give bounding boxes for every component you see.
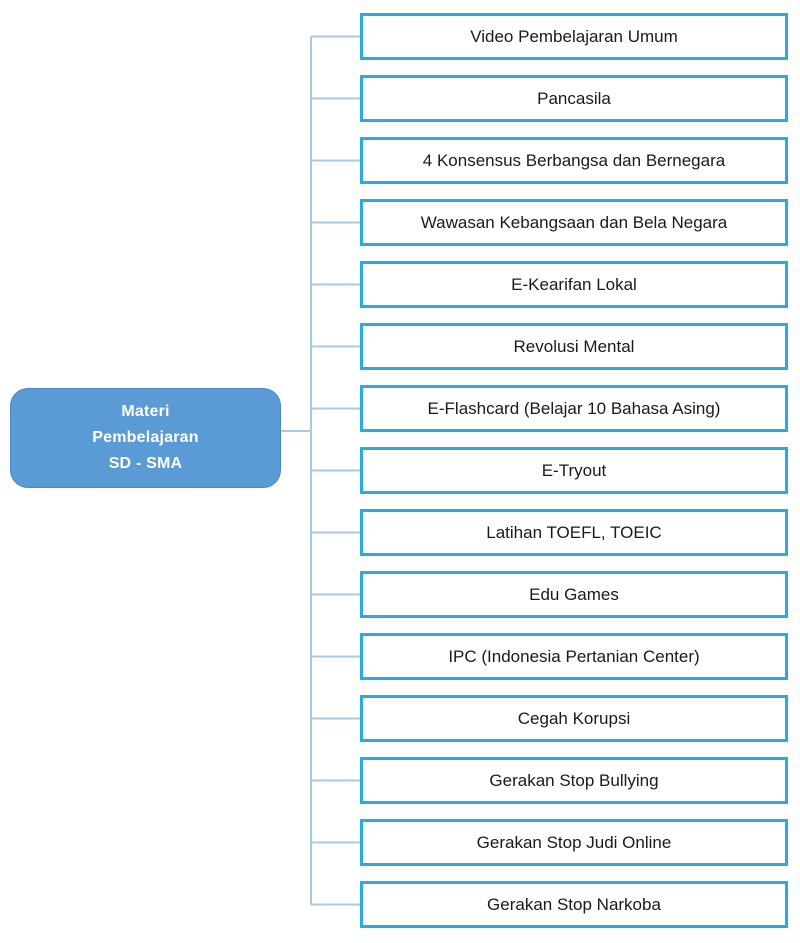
child-node-label: Edu Games <box>529 584 619 604</box>
child-node[interactable]: Pancasila <box>360 75 788 122</box>
child-node-label: Gerakan Stop Bullying <box>489 770 659 790</box>
root-node[interactable]: Materi Pembelajaran SD - SMA <box>10 388 281 488</box>
child-node[interactable]: Video Pembelajaran Umum <box>360 13 788 60</box>
child-node[interactable]: IPC (Indonesia Pertanian Center) <box>360 633 788 680</box>
child-node-label: Gerakan Stop Judi Online <box>476 832 672 852</box>
root-label-line-3: SD - SMA <box>108 455 183 472</box>
child-node[interactable]: Revolusi Mental <box>360 323 788 370</box>
child-node[interactable]: 4 Konsensus Berbangsa dan Bernegara <box>360 137 788 184</box>
child-node-label: Latihan TOEFL, TOEIC <box>486 522 662 542</box>
root-label-line-1: Materi <box>121 403 170 420</box>
child-node-label: Revolusi Mental <box>513 336 635 356</box>
child-node-label: E-Tryout <box>541 460 607 480</box>
child-node[interactable]: Cegah Korupsi <box>360 695 788 742</box>
root-label-line-2: Pembelajaran <box>92 429 199 446</box>
child-node[interactable]: Gerakan Stop Bullying <box>360 757 788 804</box>
child-node-label: IPC (Indonesia Pertanian Center) <box>448 646 700 666</box>
child-node[interactable]: Gerakan Stop Judi Online <box>360 819 788 866</box>
child-node[interactable]: E-Kearifan Lokal <box>360 261 788 308</box>
child-node-label: Video Pembelajaran Umum <box>470 26 678 46</box>
child-node-label: Gerakan Stop Narkoba <box>487 894 661 914</box>
child-node-label: E-Flashcard (Belajar 10 Bahasa Asing) <box>427 398 721 418</box>
child-node-label: Pancasila <box>537 88 611 108</box>
child-node[interactable]: Latihan TOEFL, TOEIC <box>360 509 788 556</box>
child-node[interactable]: Edu Games <box>360 571 788 618</box>
child-node[interactable]: Gerakan Stop Narkoba <box>360 881 788 928</box>
child-node-label: Wawasan Kebangsaan dan Bela Negara <box>420 212 728 232</box>
child-node-label: 4 Konsensus Berbangsa dan Bernegara <box>422 150 726 170</box>
child-node-label: E-Kearifan Lokal <box>511 274 637 294</box>
child-node[interactable]: E-Tryout <box>360 447 788 494</box>
child-node-label: Cegah Korupsi <box>517 708 631 728</box>
child-node[interactable]: E-Flashcard (Belajar 10 Bahasa Asing) <box>360 385 788 432</box>
child-node[interactable]: Wawasan Kebangsaan dan Bela Negara <box>360 199 788 246</box>
